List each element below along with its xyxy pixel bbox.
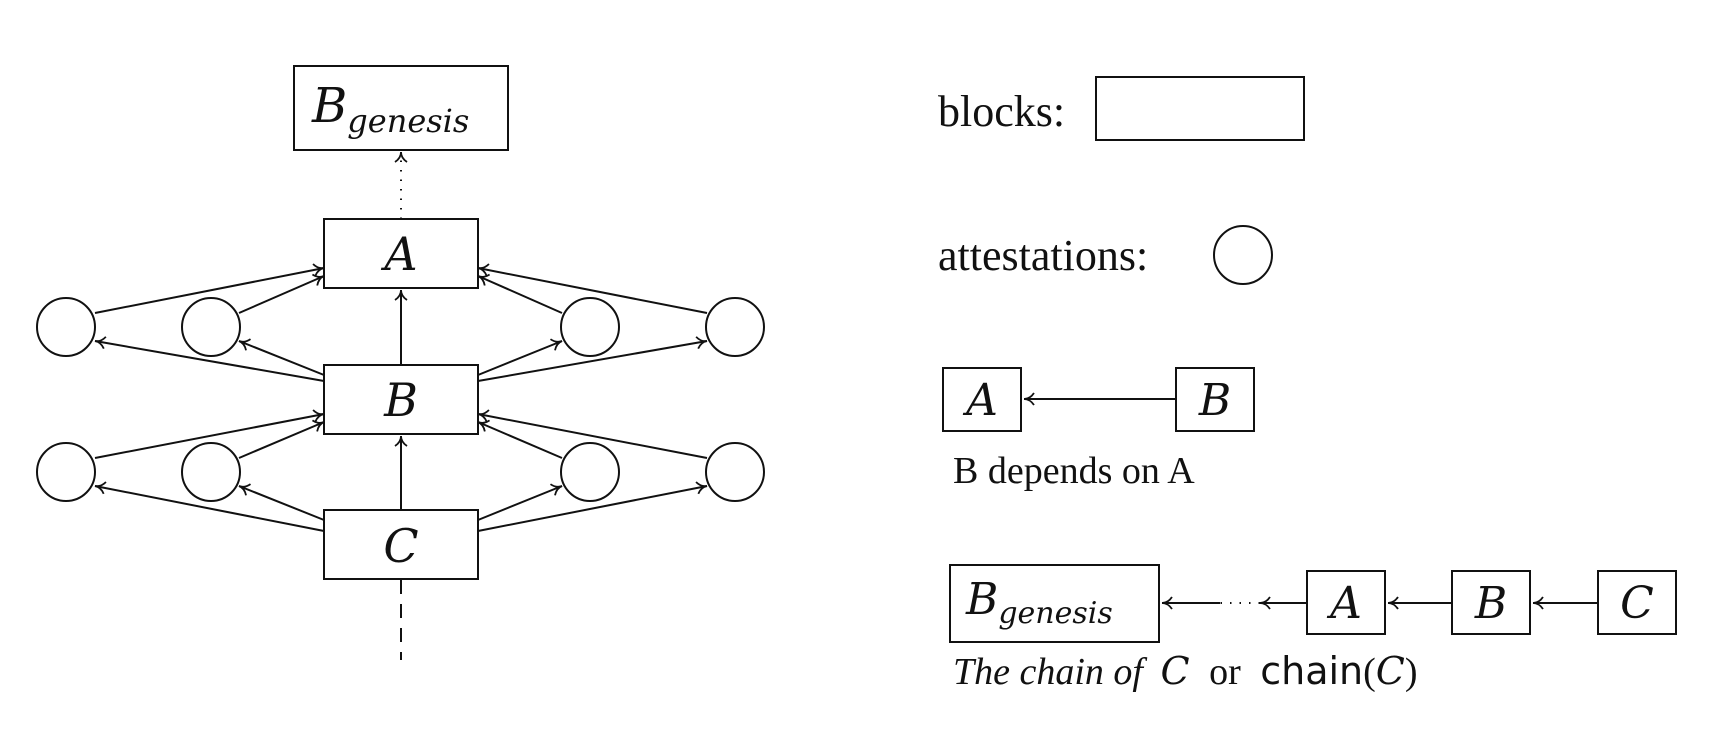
legend: blocks: attestations: A B B depends on A… (938, 76, 1677, 693)
attestation-to-b-edge (477, 419, 563, 459)
chain-caption-italic: The chain of (953, 651, 1147, 693)
block-a-label: A (380, 227, 417, 281)
block-c-label: C (383, 519, 418, 573)
c-to-attestation-edge (94, 481, 325, 532)
attestation-circle (181, 442, 241, 502)
legend-attestations-label: attestations: (938, 231, 1148, 280)
legend-chain-block-a (1306, 570, 1386, 635)
legend-dep-block-a-label: A (962, 375, 998, 426)
legend-blocks-label: blocks: (938, 87, 1065, 136)
b-to-attestation-edge (477, 336, 708, 382)
attestation-to-b-edge (94, 409, 325, 459)
block-a (323, 218, 479, 289)
legend-chain-block-b-label: B (1474, 578, 1507, 629)
c-to-attestation-edge (238, 483, 325, 521)
b-to-attestation-edge (238, 338, 325, 376)
genesis-block-label: Bgenesis (311, 78, 469, 140)
attestation-circle (705, 442, 765, 502)
legend-chain-genesis (949, 564, 1160, 643)
chain-caption-var2: C (1376, 649, 1405, 693)
attestation-circle (560, 442, 620, 502)
legend-chain-genesis-label: Bgenesis (965, 574, 1113, 631)
attestation-circle (36, 297, 96, 357)
attestation-circle (560, 297, 620, 357)
c-to-attestation-edge (477, 483, 563, 521)
attestation-to-b-edge (238, 419, 325, 459)
block-b-label: B (383, 373, 418, 427)
chain-caption-func: chain (1260, 649, 1363, 693)
legend-chain-block-a-label: A (1326, 578, 1362, 629)
main-diagram: Bgenesis A B C (36, 65, 765, 660)
c-to-attestation-edge (477, 481, 708, 532)
legend-dep-block-b-label: B (1198, 375, 1231, 426)
attestation-to-a-edge (477, 263, 708, 314)
legend-block-sample (1095, 76, 1305, 141)
chain-caption-var1: C (1160, 649, 1189, 693)
block-b (323, 364, 479, 435)
attestation-circle (705, 297, 765, 357)
b-to-attestation-edge (477, 338, 563, 376)
chain-caption-or: or (1209, 651, 1241, 693)
chain-caption-open-paren: ( (1363, 651, 1376, 693)
attestation-to-b-edge (477, 409, 708, 459)
attestation-to-a-edge (94, 263, 325, 314)
legend-chain-block-c-label: C (1620, 578, 1654, 629)
legend-dep-caption: B depends on A (953, 450, 1195, 492)
attestation-circle (36, 442, 96, 502)
legend-chain-caption: The chain of C or chain(C) (953, 649, 1418, 693)
legend-chain-block-b (1451, 570, 1531, 635)
attestation-circle (181, 297, 241, 357)
legend-dep-block-a (942, 367, 1022, 432)
legend-chain-block-c (1597, 570, 1677, 635)
genesis-block (293, 65, 509, 151)
b-to-attestation-edge (94, 336, 325, 382)
chain-caption-close-paren: ) (1405, 651, 1418, 693)
attestation-to-a-edge (477, 273, 563, 314)
legend-attestation-sample (1213, 225, 1273, 285)
attestation-to-a-edge (238, 273, 325, 314)
